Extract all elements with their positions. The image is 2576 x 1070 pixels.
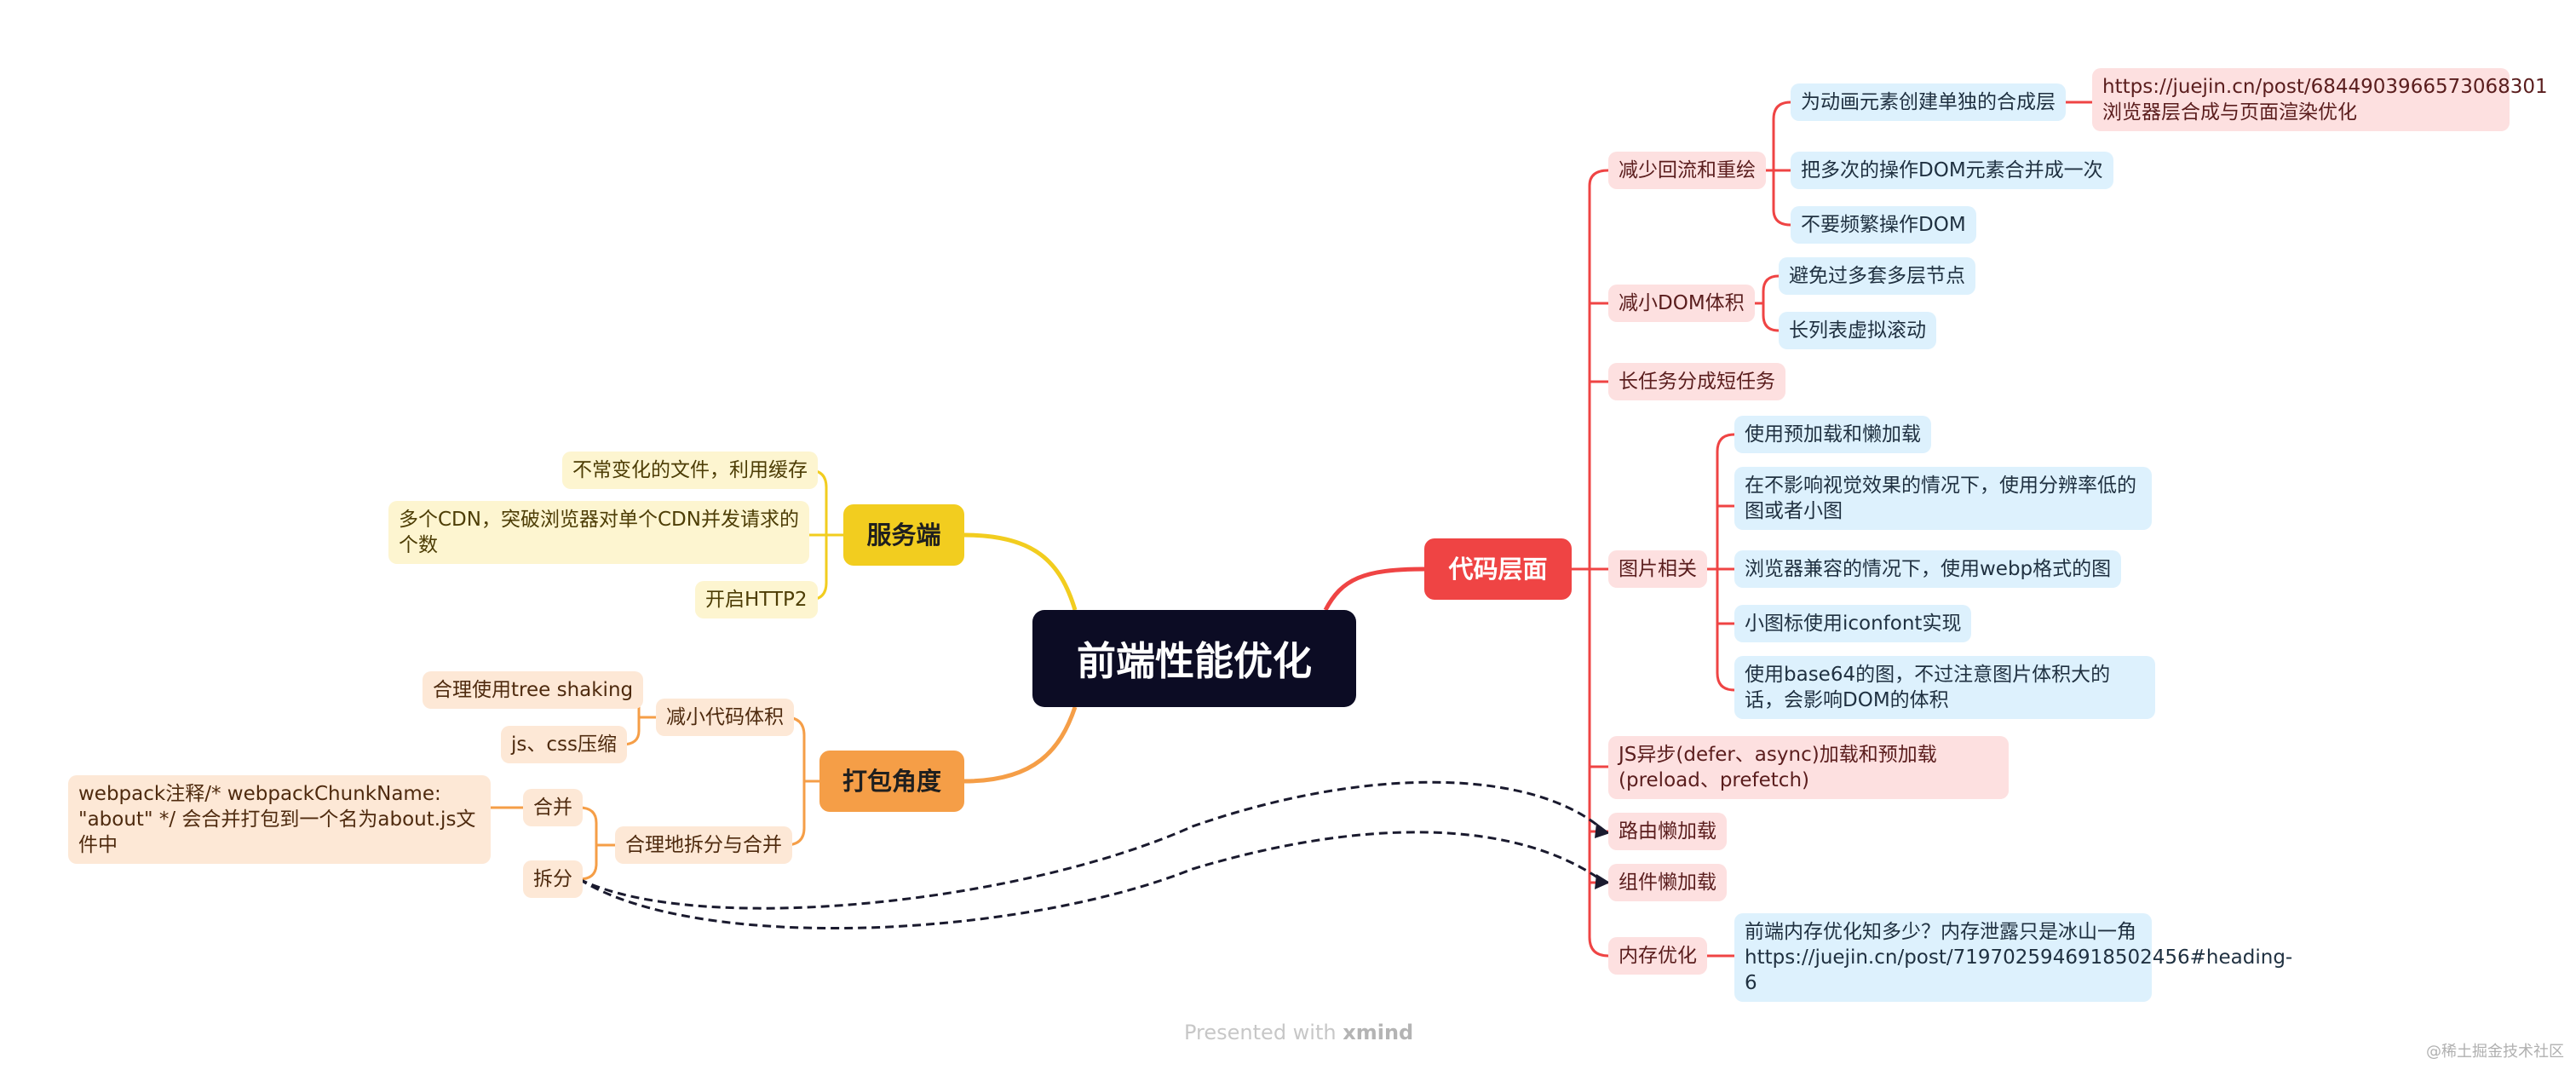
branch-bundle[interactable]: 打包角度 xyxy=(819,751,964,812)
reflow-layer[interactable]: 为动画元素创建单独的合成层 xyxy=(1791,83,2066,121)
code-memory[interactable]: 内存优化 xyxy=(1608,937,1707,975)
bundle-split[interactable]: 合理地拆分与合并 xyxy=(615,826,792,864)
domsize-nest[interactable]: 避免过多套多层节点 xyxy=(1779,257,1975,295)
code-domsize[interactable]: 减小DOM体积 xyxy=(1608,285,1755,322)
reflow-avoid[interactable]: 不要频繁操作DOM xyxy=(1791,206,1976,244)
server-item[interactable]: 不常变化的文件，利用缓存 xyxy=(562,452,818,489)
footer-prefix: Presented with xyxy=(1184,1021,1343,1044)
server-item[interactable]: 开启HTTP2 xyxy=(695,581,818,618)
split-merge[interactable]: 合并 xyxy=(523,789,583,826)
images-item[interactable]: 浏览器兼容的情况下，使用webp格式的图 xyxy=(1734,550,2122,588)
root-to-code-line xyxy=(1323,567,1425,612)
split-split[interactable]: 拆分 xyxy=(523,860,583,898)
reduce-minify[interactable]: js、css压缩 xyxy=(501,726,627,763)
domsize-virtual[interactable]: 长列表虚拟滚动 xyxy=(1779,312,1936,349)
images-item[interactable]: 使用base64的图，不过注意图片体积大的话，会影响DOM的体积 xyxy=(1734,656,2155,719)
xmind-brand: xmind xyxy=(1343,1021,1414,1044)
code-routelazy[interactable]: 路由懒加载 xyxy=(1608,813,1727,850)
images-item[interactable]: 小图标使用iconfont实现 xyxy=(1734,605,1972,642)
code-jsasync[interactable]: JS异步(defer、async)加载和预加载(preload、prefetch… xyxy=(1608,736,2009,799)
reflow-link[interactable]: https://juejin.cn/post/68449039665730683… xyxy=(2092,68,2548,131)
code-complazy[interactable]: 组件懒加载 xyxy=(1608,864,1727,901)
code-reflow[interactable]: 减少回流和重绘 xyxy=(1608,152,1766,189)
branch-server[interactable]: 服务端 xyxy=(843,504,964,566)
memory-article[interactable]: 前端内存优化知多少？内存泄露只是冰山一角 https://juejin.cn/p… xyxy=(1734,913,2292,1002)
images-children-lines xyxy=(1697,433,1735,692)
root-to-server-line xyxy=(963,532,1078,611)
images-item[interactable]: 在不影响视觉效果的情况下，使用分辨率低的图或者小图 xyxy=(1734,467,2152,530)
code-trunk-line xyxy=(1572,169,1609,958)
arrow-heads xyxy=(1595,823,1610,889)
bundle-reduce[interactable]: 减小代码体积 xyxy=(656,699,794,736)
reflow-merge[interactable]: 把多次的操作DOM元素合并成一次 xyxy=(1791,152,2113,189)
watermark: @稀土掘金技术社区 xyxy=(2426,1043,2564,1061)
server-children-lines xyxy=(808,469,843,601)
code-longtask[interactable]: 长任务分成短任务 xyxy=(1608,363,1785,400)
code-child-ticks xyxy=(1590,302,1608,884)
code-images[interactable]: 图片相关 xyxy=(1608,550,1707,588)
reduce-tree[interactable]: 合理使用tree shaking xyxy=(423,671,644,709)
server-item[interactable]: 多个CDN，突破浏览器对单个CDN并发请求的个数 xyxy=(388,501,809,564)
branch-code[interactable]: 代码层面 xyxy=(1424,538,1572,600)
presented-with-footer: Presented with xmind xyxy=(1184,1021,1413,1044)
split-merge-note[interactable]: webpack注释/* webpackChunkName: "about" */… xyxy=(68,775,491,864)
root-topic[interactable]: 前端性能优化 xyxy=(1032,610,1356,707)
root-to-bundle-line xyxy=(963,706,1078,784)
relation-arrows xyxy=(578,780,1607,930)
images-item[interactable]: 使用预加载和懒加载 xyxy=(1734,416,1931,453)
